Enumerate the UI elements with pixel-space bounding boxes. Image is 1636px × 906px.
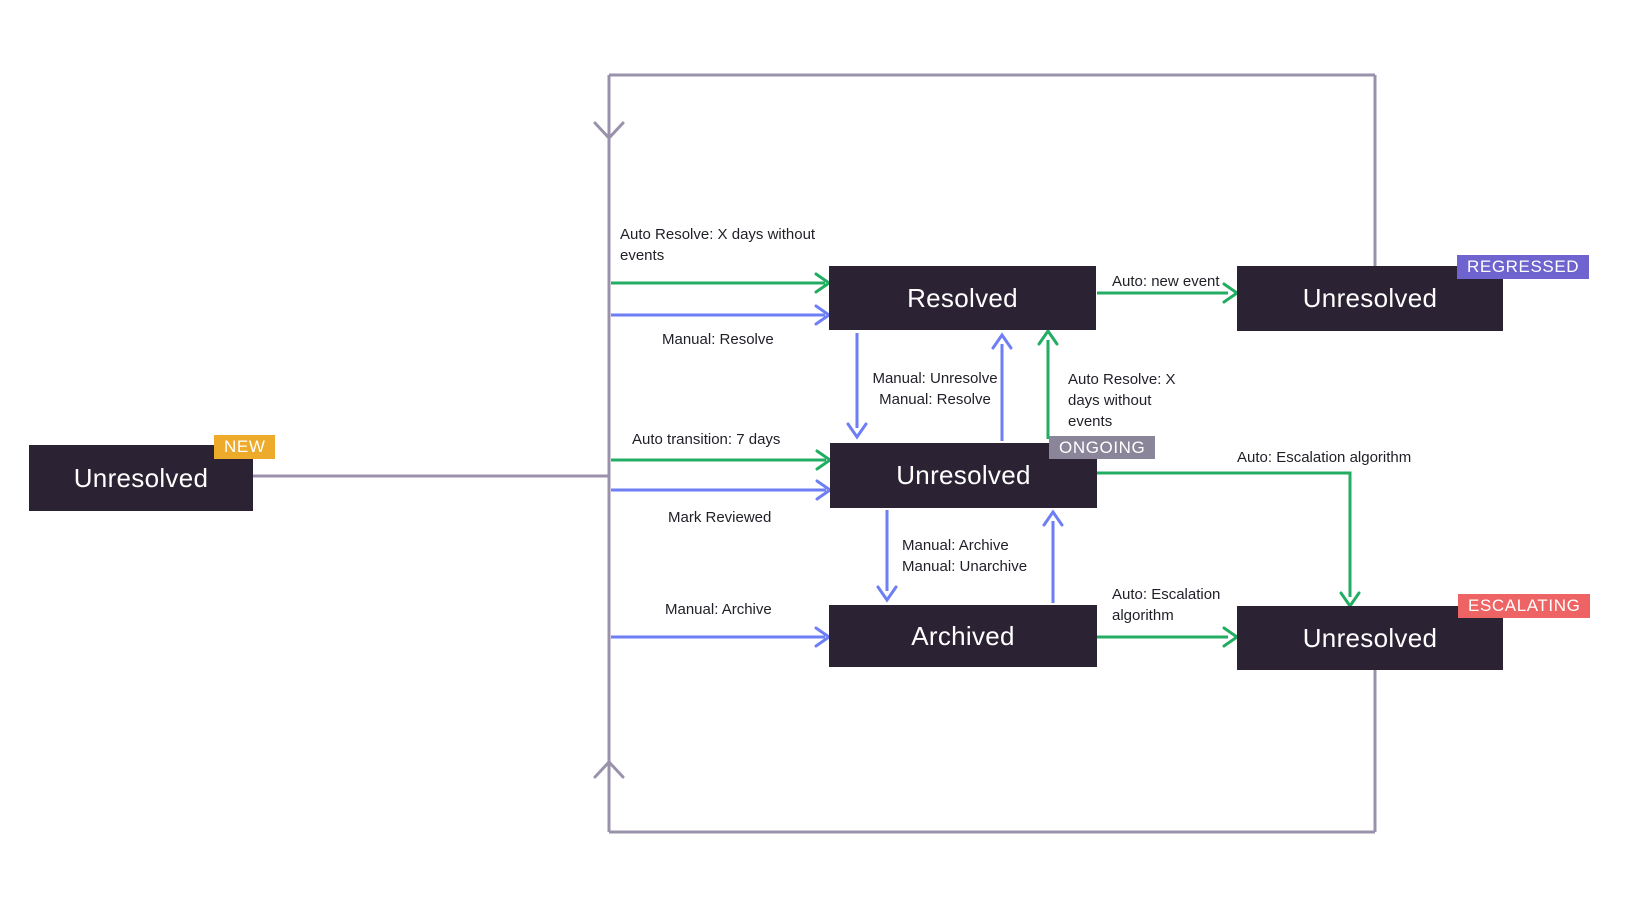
- arrowhead-trunk-down-icon: [593, 121, 625, 141]
- arrowhead-manual-resolve-up-icon: [991, 332, 1013, 350]
- badge-escalating: ESCALATING: [1458, 594, 1591, 618]
- arrowhead-auto-resolve-up-icon: [1037, 328, 1059, 346]
- edge-label-auto-transition-7-days: Auto transition: 7 days: [632, 431, 781, 448]
- edge-auto-escalation-from-ongoing: [1097, 471, 1352, 597]
- arrowhead-manual-unresolve-icon: [846, 422, 868, 440]
- edge-label-auto-escalation-algorithm-top: Auto: Escalation algorithm: [1237, 449, 1412, 466]
- edge-label-manual-resolve-to-resolved: Manual: Resolve: [662, 331, 774, 348]
- badge-regressed: REGRESSED: [1457, 255, 1590, 279]
- edge-label-auto-new-event: Auto: new event: [1112, 273, 1220, 290]
- edge-label-auto-resolve-to-resolved: Auto Resolve: X days without events: [620, 226, 816, 264]
- badge-ongoing: ONGOING: [1049, 436, 1156, 459]
- node-resolved-label: Resolved: [907, 282, 1018, 313]
- node-unresolved-new-label: Unresolved: [73, 462, 209, 493]
- edge-label-auto-escalation-algorithm-bottom: Auto: Escalation algorithm: [1112, 586, 1221, 624]
- edge-label-manual-unresolve-resolve: Manual: Unresolve Manual: Resolve: [872, 370, 998, 408]
- edge-label-auto-resolve-from-ongoing: Auto Resolve: X days without events: [1068, 371, 1176, 430]
- edge-label-manual-archive-unarchive: Manual: Archive Manual: Unarchive: [902, 537, 1028, 575]
- arrowhead-manual-unarchive-up-icon: [1042, 509, 1064, 527]
- arrowhead-manual-archive-down-icon: [876, 585, 898, 603]
- node-resolved: Resolved: [829, 266, 1096, 330]
- badge-new: NEW: [214, 435, 276, 459]
- node-archived: Archived: [829, 605, 1097, 667]
- arrowhead-trunk-up-icon: [593, 759, 625, 779]
- node-unresolved-ongoing-label: Unresolved: [896, 460, 1031, 490]
- node-unresolved-regressed-label: Unresolved: [1302, 283, 1438, 313]
- node-archived-label: Archived: [911, 620, 1015, 651]
- edge-label-manual-archive: Manual: Archive: [665, 601, 772, 618]
- node-unresolved-escalating-label: Unresolved: [1302, 622, 1438, 653]
- edge-label-mark-reviewed: Mark Reviewed: [668, 509, 772, 526]
